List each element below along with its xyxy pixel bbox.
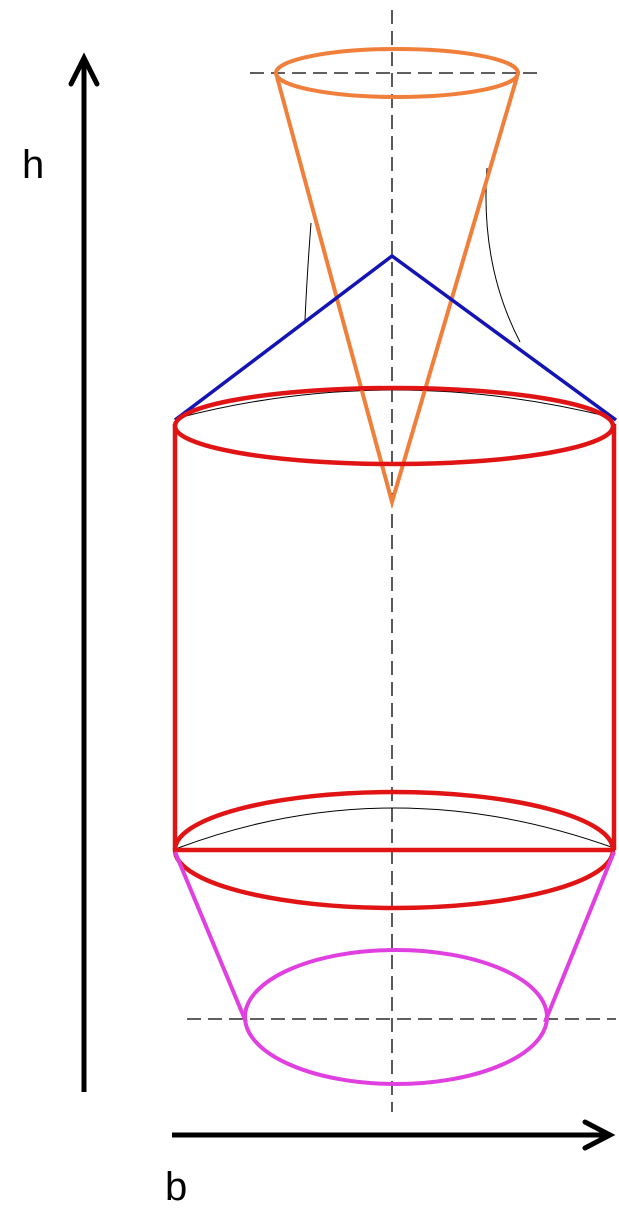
vertical-axis-arrowhead <box>68 52 100 87</box>
frustum-right-side <box>543 851 616 1023</box>
cylinder-top-ellipse <box>172 385 616 467</box>
horizontal-axis <box>172 1119 616 1151</box>
truncated-cone <box>173 851 616 1086</box>
reference-lines <box>187 10 616 1112</box>
roof-cone <box>173 253 618 422</box>
cone-sides <box>275 76 519 510</box>
cone-top-ellipse <box>274 47 520 99</box>
horizontal-axis-arrowhead <box>582 1119 616 1151</box>
cylinder <box>172 385 617 911</box>
horizontal-axis-label: b <box>165 1165 187 1209</box>
vessel-outline <box>177 167 615 849</box>
frustum-left-side <box>173 851 248 1023</box>
neck-outline-left <box>304 222 312 321</box>
neck-outline-right <box>485 167 521 343</box>
cylinder-top-outline <box>177 389 615 419</box>
vertical-axis-label: h <box>22 143 44 187</box>
frustum-bottom-ellipse <box>243 948 549 1086</box>
cylinder-bottom-outline <box>177 807 615 849</box>
vertical-axis <box>68 52 100 1092</box>
roof-cone-sides <box>173 253 618 422</box>
inverted-cone <box>274 47 520 510</box>
